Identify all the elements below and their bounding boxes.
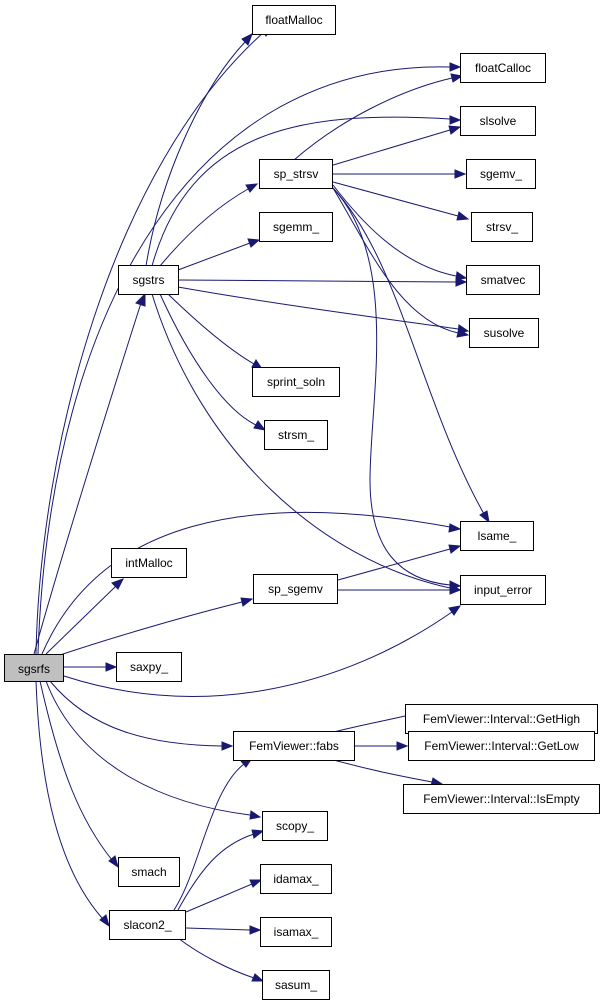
node-strsm_[interactable]: strsm_: [264, 420, 328, 450]
arrow-smach: [108, 855, 119, 869]
node-smach[interactable]: smach: [118, 857, 180, 887]
arrow-scopy-b: [251, 829, 265, 839]
node-sgsrfs[interactable]: sgsrfs: [4, 654, 64, 682]
edge-fabs-isempty: [329, 758, 433, 783]
edge-sgsrfs-smach: [39, 680, 113, 861]
node-getLow[interactable]: FemViewer::Interval::GetLow: [408, 731, 595, 761]
node-sgemv_[interactable]: sgemv_: [466, 159, 536, 189]
node-getHigh[interactable]: FemViewer::Interval::GetHigh: [405, 704, 598, 734]
arrow-spsgemv: [240, 597, 254, 607]
arrow-strsm: [253, 420, 267, 431]
node-sgemm_[interactable]: sgemm_: [259, 212, 333, 242]
node-isEmpty[interactable]: FemViewer::Interval::IsEmpty: [403, 784, 600, 814]
arrow-sasum: [251, 973, 265, 982]
node-floatCalloc[interactable]: floatCalloc: [460, 53, 546, 83]
edge-slacon2-idamax: [185, 883, 253, 913]
node-isamax_[interactable]: isamax_: [260, 917, 332, 947]
edge-spstrsv-strsv: [332, 181, 459, 217]
arrow-sgstrs: [135, 292, 146, 307]
arrow-fabs-a: [221, 741, 234, 751]
arrow-floatMalloc-a: [241, 32, 253, 46]
arrow-floatCalloc-a: [450, 73, 464, 83]
node-fabs[interactable]: FemViewer::fabs: [233, 731, 355, 761]
node-floatMalloc[interactable]: floatMalloc: [252, 5, 336, 35]
edge-spstrsv-slsolve: [329, 129, 451, 167]
edge-spstrsv-inputerror: [332, 187, 451, 586]
edge-spstrsv-floatCalloc: [293, 77, 453, 161]
node-saxpy_[interactable]: saxpy_: [116, 652, 182, 682]
arrow-isamax: [249, 925, 262, 935]
node-intMalloc[interactable]: intMalloc: [111, 548, 187, 578]
edge-sgsrfs-floatMalloc: [35, 31, 265, 655]
arrow-slsolve-b: [448, 125, 462, 135]
edge-sgsrfs-sgstrs: [33, 302, 142, 655]
arrow-saxpy: [105, 662, 118, 672]
node-slsolve[interactable]: slsolve: [460, 106, 536, 136]
arrow-getlow: [396, 741, 409, 751]
node-lsame_[interactable]: lsame_: [460, 521, 534, 551]
arrow-sgemv: [454, 169, 467, 179]
node-sgstrs[interactable]: sgstrs: [118, 265, 179, 295]
node-strsv_[interactable]: strsv_: [471, 212, 533, 242]
arrow-smatvec-b: [455, 271, 468, 281]
edge-sgsrfs-inputerror: [63, 611, 453, 697]
node-scopy_[interactable]: scopy_: [262, 811, 328, 841]
edge-sgstrs-slsolve: [151, 116, 451, 267]
edge-sgsrfs-fabs: [49, 680, 223, 747]
arrow-slacon2: [99, 914, 110, 928]
arrow-idamax: [249, 879, 263, 888]
edge-slacon2-sasum: [177, 937, 255, 979]
edge-sgsrfs-scopy: [45, 680, 251, 816]
edge-sgsrfs-slacon2: [35, 680, 103, 919]
edge-sgsrfs-spsgemv: [59, 601, 243, 656]
arrow-slsolve-a: [449, 115, 462, 125]
edge-sgstrs-floatMalloc: [145, 41, 246, 267]
edge-sgstrs-smatvec: [177, 279, 457, 283]
edge-sgsrfs-lsame: [41, 511, 451, 655]
arrow-strsv: [456, 211, 470, 221]
node-sp_sgemv[interactable]: sp_sgemv: [253, 574, 338, 604]
node-idamax_[interactable]: idamax_: [260, 864, 332, 894]
arrow-inputerror-d: [449, 585, 462, 595]
edge-spstrsv-lsame: [332, 187, 485, 515]
arrow-susolve-b: [456, 328, 470, 338]
arrow-spstrsv: [245, 183, 259, 193]
arrow-lsame-b: [479, 510, 490, 524]
edge-sgstrs-spstrsv: [159, 188, 249, 267]
edge-sgstrs-strsm: [159, 293, 257, 426]
arrow-scopy-a: [249, 810, 262, 820]
node-susolve[interactable]: susolve: [469, 318, 539, 348]
edge-sgstrs-inputerror: [151, 293, 451, 589]
edge-sgstrs-sprintsoln: [167, 293, 255, 365]
arrow-inputerror-c: [448, 605, 462, 616]
arrow-floatCalloc-b: [449, 62, 462, 72]
edge-slacon2-isamax: [185, 927, 251, 931]
arrow-intMalloc: [111, 578, 125, 590]
edge-spstrsv-susolve: [332, 187, 459, 334]
node-slacon2_[interactable]: slacon2_: [109, 910, 186, 940]
edge-sgstrs-susolve: [177, 286, 459, 330]
arrow-lsame-a: [448, 523, 462, 533]
edge-sgsrfs-intMalloc: [45, 585, 117, 655]
edge-sgstrs-sgemm: [177, 242, 251, 271]
edge-slacon2-fabs: [173, 763, 245, 911]
node-sp_strsv[interactable]: sp_strsv: [259, 159, 333, 189]
arrow-lsame-c: [448, 544, 462, 554]
node-sasum_[interactable]: sasum_: [262, 970, 330, 1000]
arrow-sgemm: [247, 238, 261, 248]
node-sprint_soln[interactable]: sprint_soln: [252, 367, 340, 397]
edge-slacon2-scopy: [177, 833, 255, 911]
edge-spstrsv-smatvec: [332, 184, 457, 277]
node-smatvec[interactable]: smatvec: [466, 265, 540, 295]
edge-spsgemv-lsame: [337, 548, 451, 581]
node-input_error[interactable]: input_error: [460, 575, 546, 605]
